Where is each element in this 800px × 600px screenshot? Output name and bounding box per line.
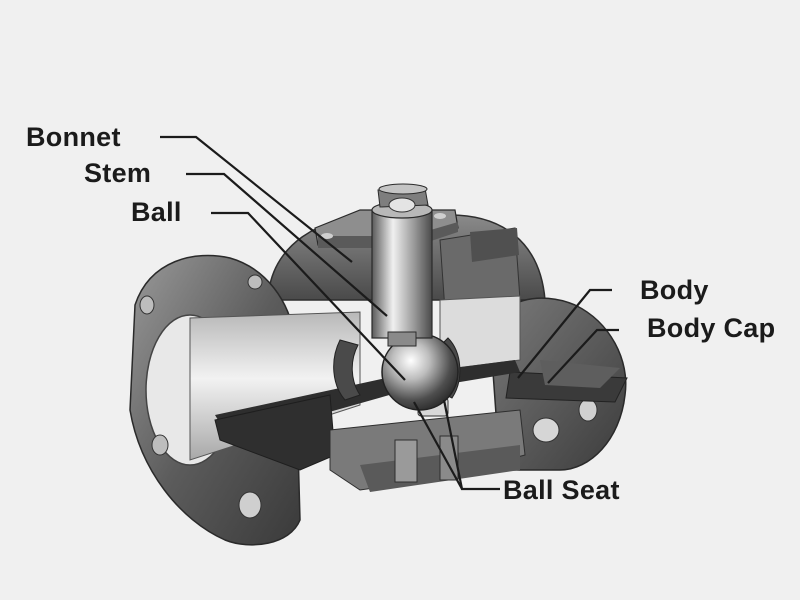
leader-line-stem [186, 172, 388, 317]
leader-line-ball [211, 211, 406, 381]
leader-line-bonnet [160, 135, 353, 263]
leader-line-body [517, 288, 612, 379]
stem [371, 209, 433, 339]
label-bonnet: Bonnet [26, 122, 121, 152]
leader-line-body-cap [547, 328, 619, 384]
lower-body-section [214, 394, 526, 492]
label-stem: Stem [84, 158, 152, 188]
label-ball-seat: Ball Seat [503, 475, 620, 505]
bonnet-assembly [314, 183, 459, 347]
label-body-cap: Body Cap [647, 313, 776, 343]
leader-line-ball-seat-2 [413, 401, 463, 490]
leader-lines [160, 135, 619, 491]
label-body: Body [640, 275, 709, 305]
label-ball: Ball [131, 197, 182, 227]
body-cap-flange [489, 297, 628, 471]
